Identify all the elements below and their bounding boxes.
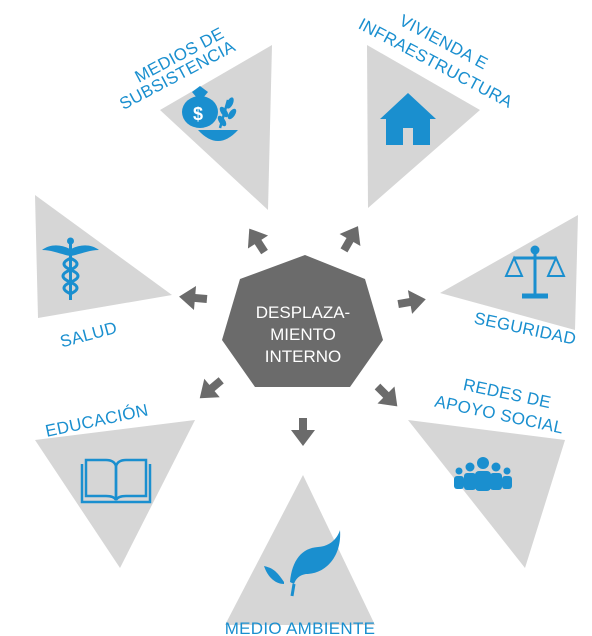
- triangle-salud: [35, 195, 172, 318]
- leaves-icon: [264, 530, 341, 597]
- house-icon: [380, 93, 436, 145]
- caduceus-icon: [42, 237, 99, 300]
- arrow-to-educacion: [199, 377, 224, 399]
- scales-icon: [504, 245, 566, 299]
- arrow-to-medio-ambiente: [291, 418, 315, 446]
- arrow-to-redes: [374, 383, 398, 407]
- triangle-seguridad: [440, 215, 578, 330]
- center-line-3: INTERNO: [265, 347, 342, 366]
- triangle-redes: [408, 420, 565, 568]
- arrow-to-seguridad: [397, 290, 426, 314]
- center-hub: [222, 255, 383, 387]
- open-book-icon: [80, 458, 152, 504]
- svg-text:$: $: [193, 104, 203, 124]
- triangle-medios: [160, 45, 272, 210]
- money-bag-wheat-icon: $: [182, 86, 238, 141]
- triangle-medio-ambiente: [225, 475, 375, 625]
- arrow-to-vivienda: [339, 226, 361, 253]
- arrow-to-salud: [179, 286, 208, 310]
- center-line-1: DESPLAZA-: [256, 303, 350, 322]
- arrow-to-medios: [247, 228, 269, 255]
- center-line-2: MIENTO: [270, 325, 336, 344]
- label-medio-ambiente: MEDIO AMBIENTE: [225, 619, 376, 636]
- people-group-icon: [454, 457, 512, 491]
- label-salud: SALUD: [58, 318, 119, 351]
